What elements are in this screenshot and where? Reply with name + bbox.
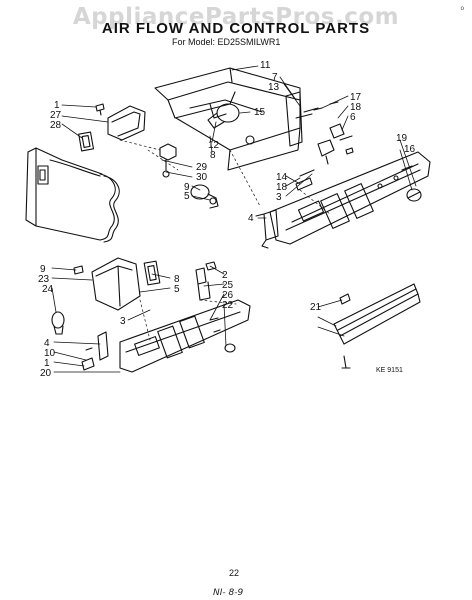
lower-bracket	[81, 331, 109, 371]
callout: 6	[350, 112, 356, 123]
callout: 11	[260, 60, 271, 71]
callout: 4	[44, 338, 50, 349]
control-knob-upper	[406, 188, 422, 202]
callout: 14	[276, 172, 288, 183]
lower-control-housing	[73, 257, 161, 311]
liner-section	[25, 147, 120, 243]
callout: 3	[276, 192, 282, 203]
callout: 19	[396, 133, 408, 144]
callout: 20	[40, 368, 52, 379]
callout: 29	[196, 162, 208, 173]
watermark: AppliancePartsPros.com	[72, 4, 400, 30]
callout: 24	[42, 284, 54, 295]
middle-bracket	[255, 209, 279, 249]
callout: 21	[310, 302, 322, 313]
thermostat-parts	[295, 123, 353, 191]
callout: 9	[40, 264, 46, 275]
callout: 2	[222, 270, 228, 281]
callout: 22	[222, 300, 234, 311]
callout: 25	[222, 280, 234, 291]
callout: 18	[350, 102, 362, 113]
callout: 16	[404, 144, 416, 155]
callout: 12	[208, 140, 220, 151]
corner-mark: o	[460, 6, 464, 12]
callout: 7	[272, 72, 278, 83]
callout: 26	[222, 290, 234, 301]
lamp-bulb-lower	[51, 311, 65, 335]
callout: 18	[276, 182, 288, 193]
alignment-lines	[119, 139, 331, 341]
callout: 3	[120, 316, 126, 327]
screws-upper-right	[313, 101, 354, 155]
side-bracket	[285, 91, 319, 147]
callout: 1	[54, 100, 60, 111]
callout: 4	[248, 213, 254, 224]
upper-control-panel	[269, 151, 431, 245]
air-duct-housing	[154, 67, 301, 171]
callout: 10	[44, 348, 56, 359]
small-parts-center	[195, 261, 236, 353]
control-module	[78, 105, 146, 152]
callout: 8	[174, 274, 180, 285]
callout: 30	[196, 172, 208, 183]
leader-lines	[51, 65, 417, 373]
lower-control-panel	[119, 299, 251, 373]
handwritten-note: NI- 8-9	[213, 588, 244, 598]
callout: 17	[350, 92, 362, 103]
screw-upper	[95, 103, 105, 116]
callout: 13	[268, 82, 280, 93]
callout: 1	[44, 358, 50, 369]
callout: 8	[210, 150, 216, 161]
trim-strip	[333, 283, 421, 369]
lamp-assembly	[159, 143, 219, 209]
damper-baffle	[207, 103, 240, 129]
diagram-subtitle: For Model: ED25SMILWR1	[172, 37, 281, 47]
callout: 5	[174, 284, 180, 295]
callout: 15	[254, 107, 266, 118]
callout: 27	[50, 110, 62, 121]
page-number: 22	[229, 568, 240, 578]
diagram-title: AIR FLOW AND CONTROL PARTS	[101, 20, 371, 37]
reference-code: KE 9151	[376, 367, 403, 374]
callout: 9	[184, 182, 190, 193]
callout: 28	[50, 120, 62, 131]
callout: 5	[184, 191, 190, 202]
callout-labels: 1 27 28 29 30 9 5 11 7 13 15 12 8 17 18 …	[38, 60, 416, 379]
callout: 23	[38, 274, 50, 285]
